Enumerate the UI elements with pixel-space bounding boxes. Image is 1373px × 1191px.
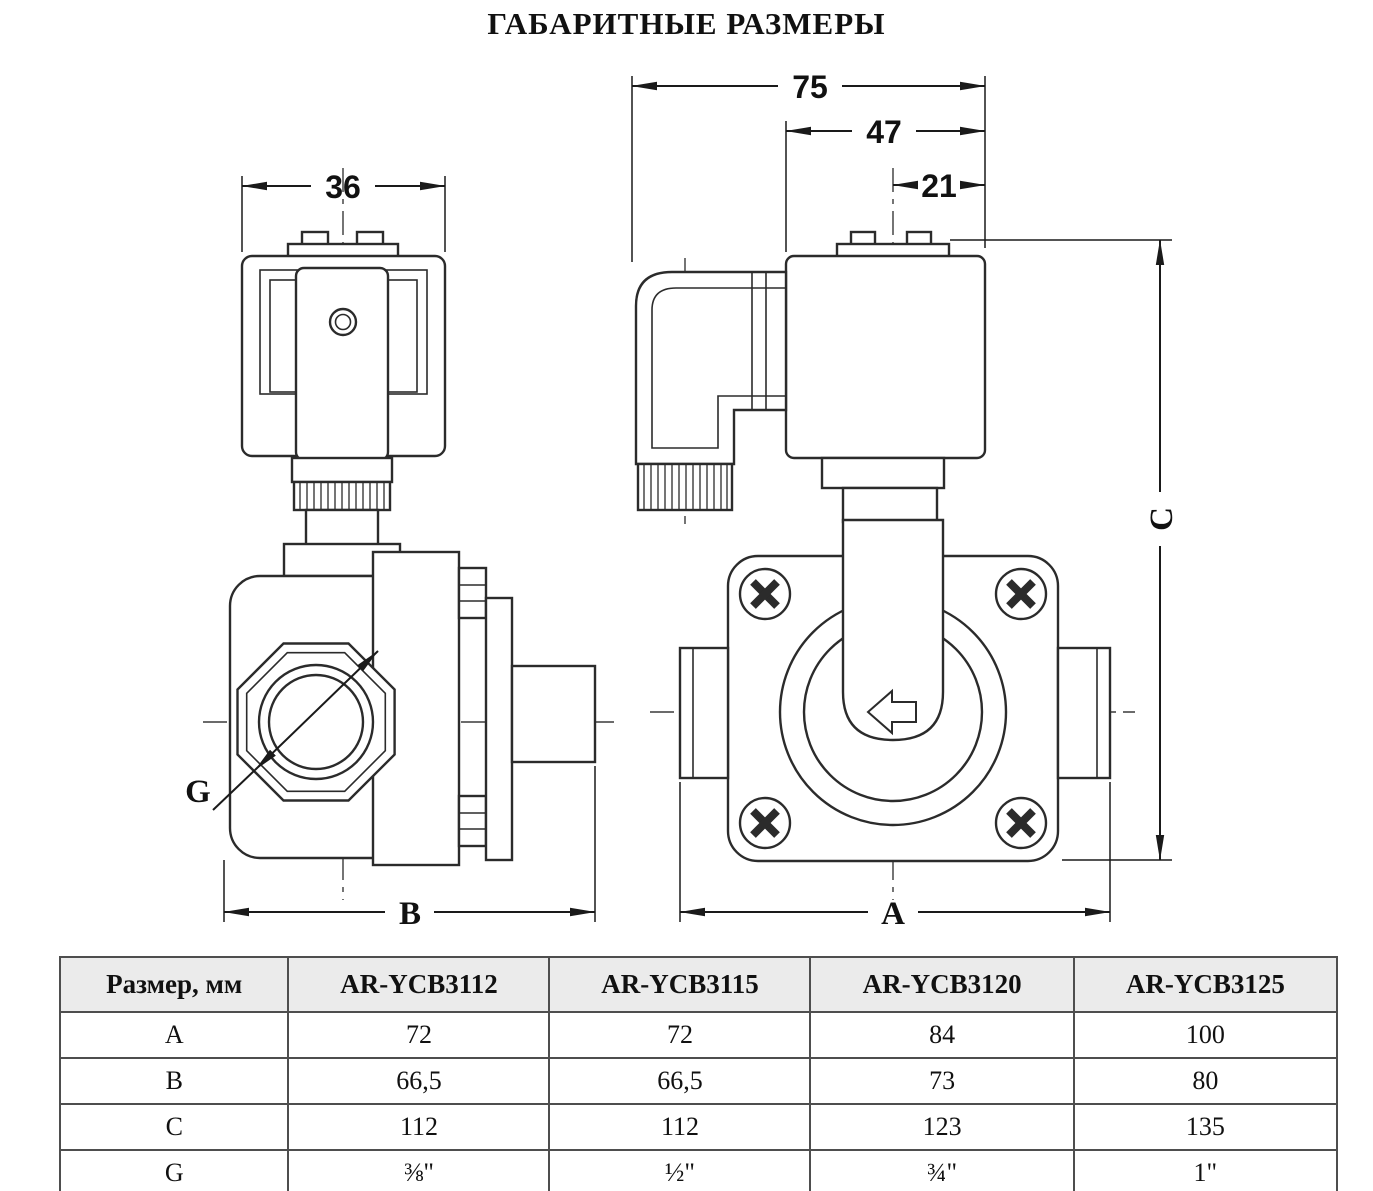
dimensions-table: Размер, мм AR-YCB3112 AR-YCB3115 AR-YCB3…: [58, 956, 1339, 1191]
dimension-47: 47: [785, 114, 986, 252]
connector-screw-icon: [328, 307, 358, 337]
table-cell: 135: [1072, 1103, 1339, 1151]
coil-neck: [820, 456, 946, 490]
table-cell: 100: [1072, 1011, 1339, 1059]
dimension-C: C: [950, 239, 1180, 861]
dimensions-table-wrap: Размер, мм AR-YCB3112 AR-YCB3115 AR-YCB3…: [58, 956, 1339, 1191]
table-cell: 84: [809, 1011, 1075, 1059]
back-plate: [484, 596, 514, 862]
screw-edge-bottom: [457, 794, 488, 848]
dimension-75: 75: [631, 69, 986, 262]
inlet-port-octagon: [236, 642, 396, 802]
table-cell: 112: [287, 1103, 551, 1151]
screw-top-left-icon: [738, 567, 792, 621]
table-row-B: B 66,5 66,5 73 80: [58, 1057, 1339, 1105]
page-title: ГАБАРИТНЫЕ РАЗМЕРЫ: [487, 6, 886, 41]
dimension-A: A: [679, 782, 1111, 932]
valve-dimension-drawing: 36: [185, 69, 1180, 932]
dimension-21: 21: [892, 168, 986, 204]
table-cell: 112: [548, 1103, 812, 1151]
table-row-G: G ⅜" ½" ¾" 1": [58, 1149, 1339, 1191]
screw-bottom-left-icon: [738, 796, 792, 850]
dimension-B: B: [223, 766, 596, 932]
flow-direction-arrow-icon: [866, 688, 917, 736]
armature-flange: [841, 486, 939, 524]
table-cell: 1": [1072, 1149, 1339, 1191]
table-row-C: C 112 112 123 135: [58, 1103, 1339, 1151]
table-cell: 66,5: [548, 1057, 812, 1105]
row-label: A: [58, 1011, 290, 1059]
side-view: 36: [185, 168, 620, 932]
dim-label-A: A: [881, 896, 905, 932]
dim-label-B: B: [399, 896, 421, 932]
screw-edge-top: [457, 566, 488, 620]
table-cell: ½": [548, 1149, 812, 1191]
dim-label-C: C: [1144, 507, 1180, 531]
table-cell: 80: [1072, 1057, 1339, 1105]
row-label: G: [58, 1149, 290, 1191]
table-header-model-1: AR-YCB3112: [287, 956, 551, 1013]
table-row-A: A 72 72 84 100: [58, 1011, 1339, 1059]
table-cell: 123: [809, 1103, 1075, 1151]
dim-label-G: G: [185, 774, 211, 810]
dim-label-36: 36: [325, 169, 361, 205]
table-cell: 72: [548, 1011, 812, 1059]
dimension-36: 36: [241, 169, 446, 252]
knurled-nut: [292, 480, 392, 512]
outlet-pipe: [510, 664, 597, 764]
coil-side: [240, 230, 447, 548]
dimension-G: G: [185, 650, 379, 811]
port-right: [1056, 646, 1112, 780]
screw-top-right-icon: [994, 567, 1048, 621]
cable-gland: [636, 462, 734, 512]
table-header-model-3: AR-YCB3120: [809, 956, 1075, 1013]
center-bracket: [841, 518, 945, 742]
table-cell: 72: [287, 1011, 551, 1059]
connector-plate: [294, 266, 390, 462]
table-header-model-2: AR-YCB3115: [548, 956, 812, 1013]
valve-body-side: [228, 542, 597, 867]
screw-bottom-right-icon: [994, 796, 1048, 850]
table-cell: ⅜": [287, 1149, 551, 1191]
valve-body-front: [678, 518, 1112, 863]
table-cell: 73: [809, 1057, 1075, 1105]
table-cell: 66,5: [287, 1057, 551, 1105]
dim-label-47: 47: [866, 114, 902, 150]
cable-connector: [634, 270, 788, 512]
row-label: B: [58, 1057, 290, 1105]
coil-front: [784, 230, 987, 460]
port-left: [678, 646, 730, 780]
row-label: C: [58, 1103, 290, 1151]
front-view: 75 47 21: [631, 69, 1180, 932]
table-header-row: Размер, мм AR-YCB3112 AR-YCB3115 AR-YCB3…: [58, 956, 1339, 1013]
dim-label-21: 21: [921, 168, 957, 204]
dim-label-75: 75: [792, 69, 828, 105]
table-header-model-4: AR-YCB3125: [1072, 956, 1339, 1013]
table-header-size: Размер, мм: [58, 956, 290, 1013]
table-cell: ¾": [809, 1149, 1075, 1191]
